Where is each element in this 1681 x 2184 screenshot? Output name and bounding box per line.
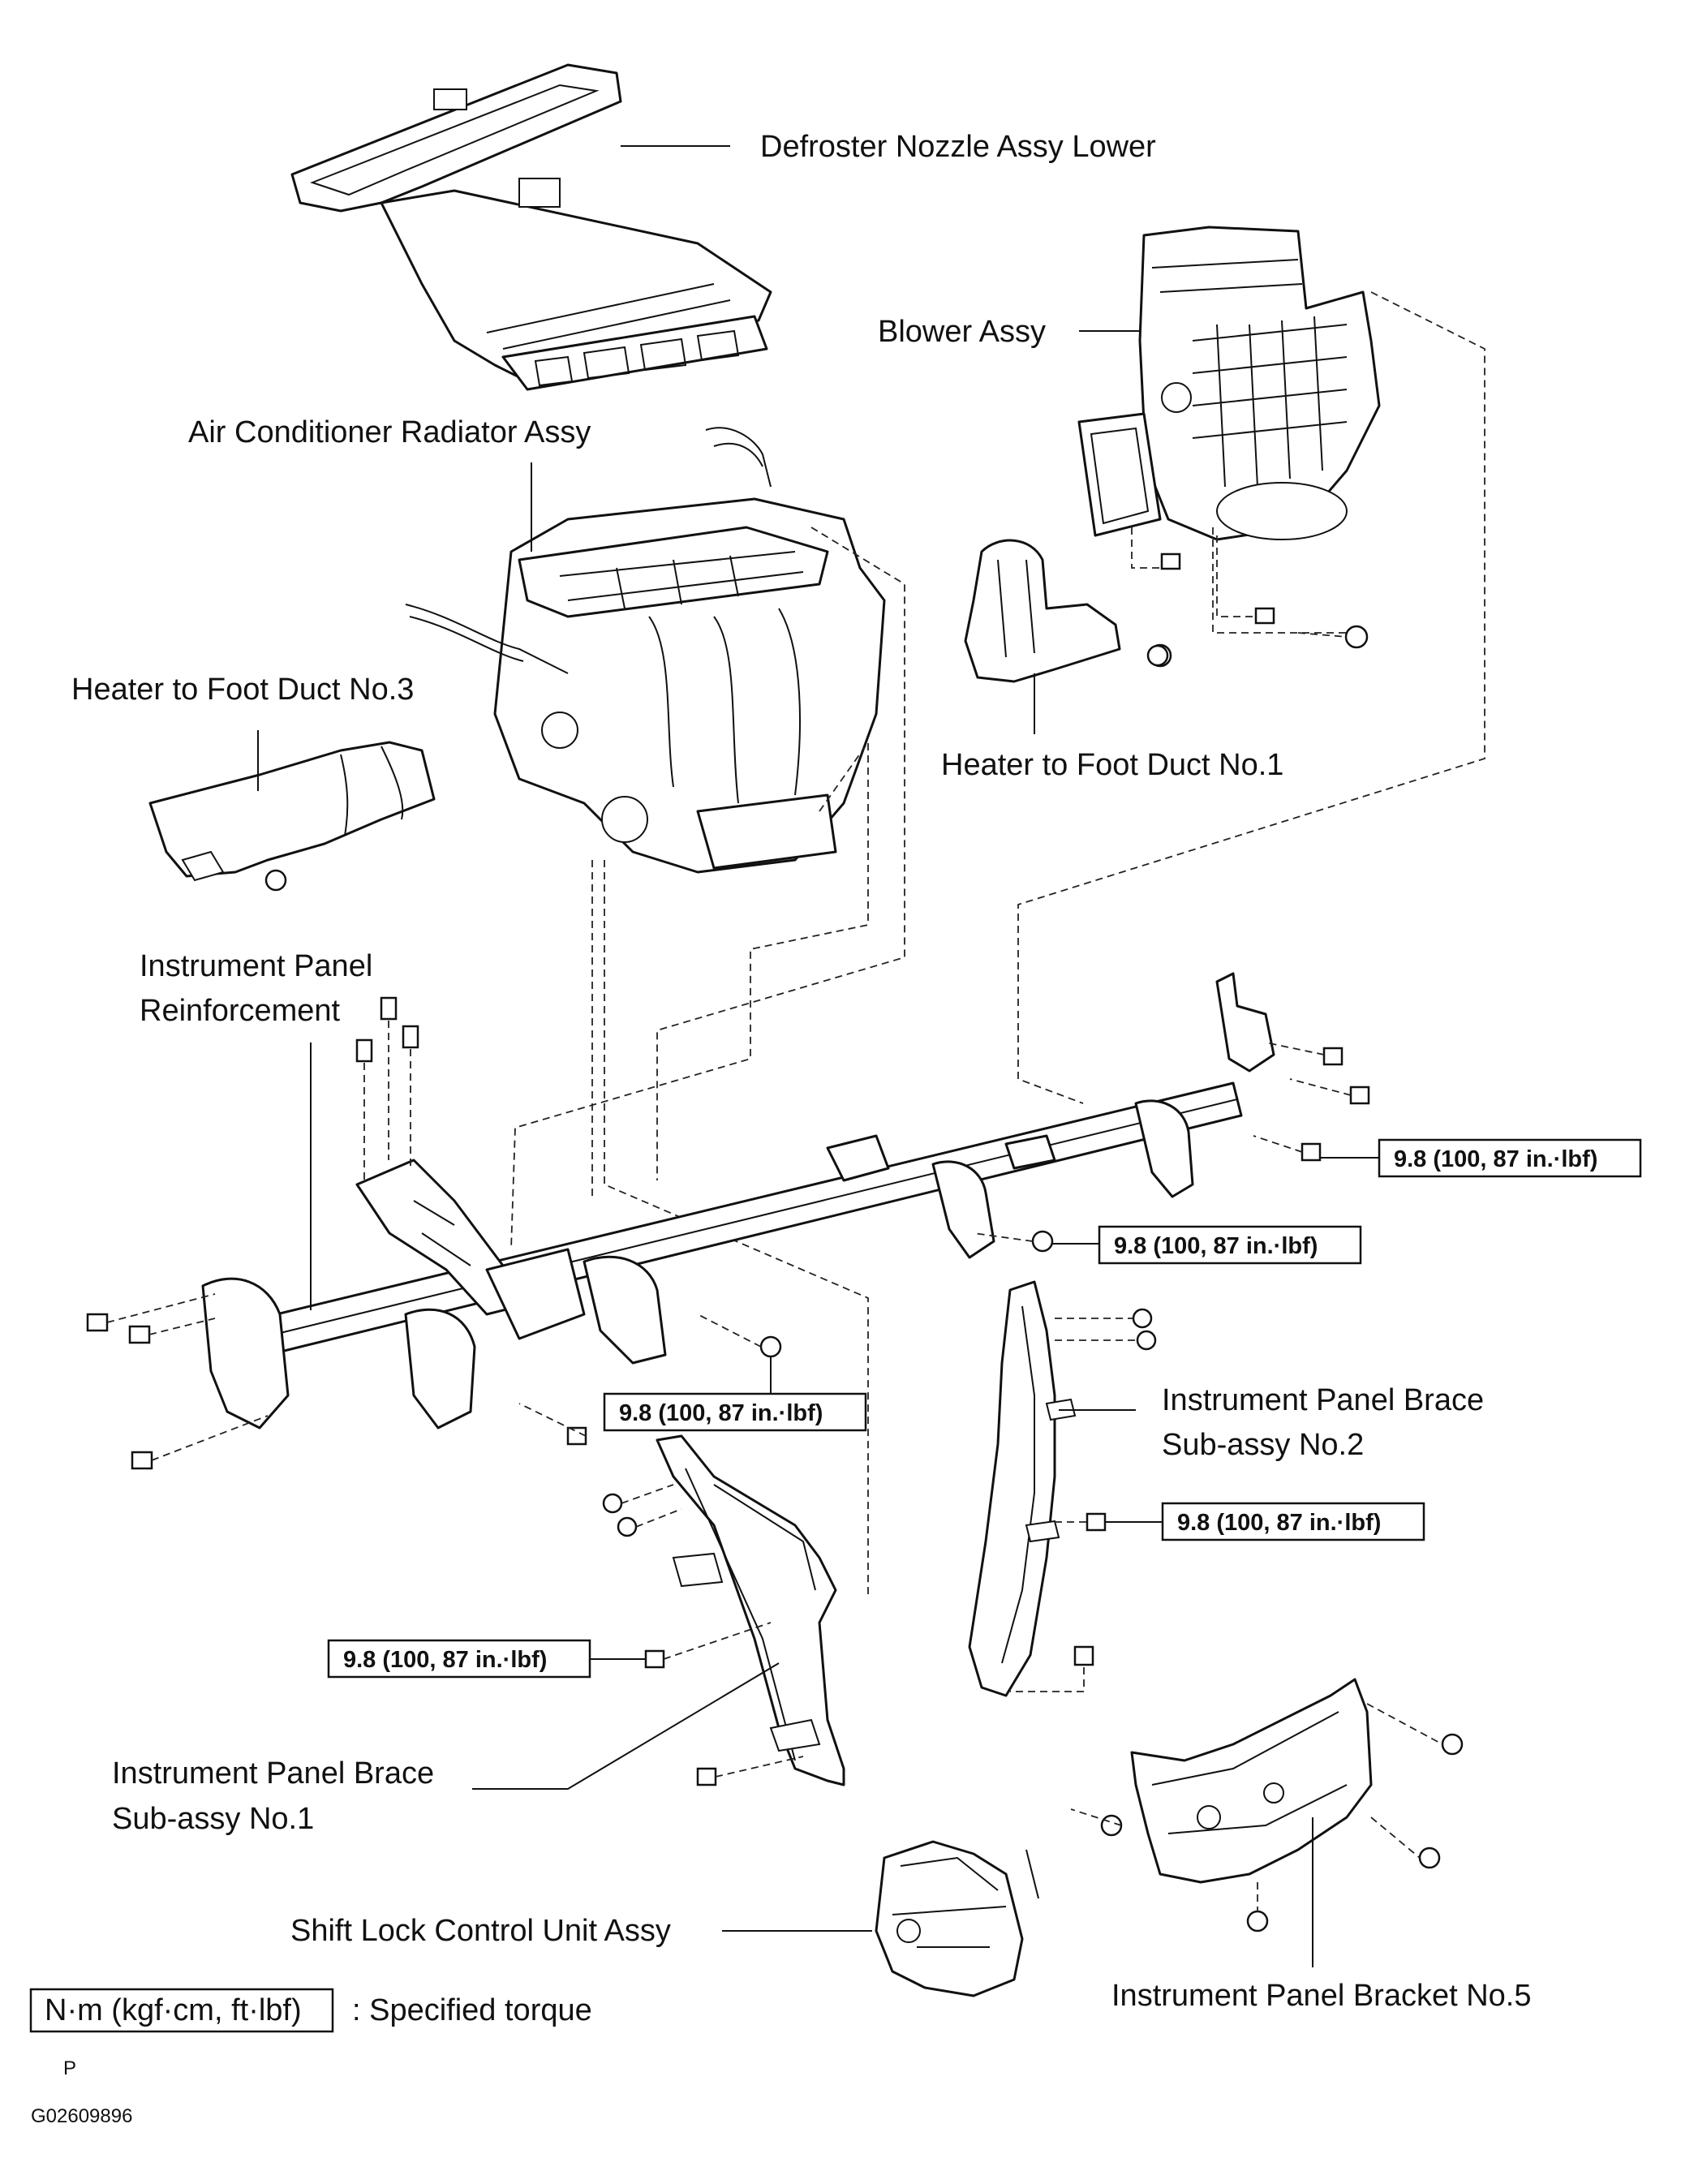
brace-1-label-2: Sub-assy No.1: [112, 1802, 314, 1836]
torque-callout-5: 9.8 (100, 87 in.·lbf): [327, 1639, 591, 1679]
brace-1-label-1: Instrument Panel Brace: [112, 1756, 434, 1791]
bolt-icon: [696, 1767, 717, 1786]
torque-spec: 9.8 (100, 87 in.·lbf): [343, 1647, 547, 1673]
bolt-icon: [355, 1038, 373, 1063]
bolt-icon: [566, 1426, 587, 1446]
bolt-icon: [1160, 552, 1181, 570]
figure-id: G02609896: [31, 2105, 132, 2127]
nut-icon: [1246, 1910, 1269, 1932]
nut-icon: [1146, 644, 1169, 667]
nut-icon: [264, 869, 287, 892]
footer-letter: P: [63, 2057, 76, 2079]
nut-icon: [1136, 1330, 1157, 1351]
nut-icon: [1031, 1230, 1054, 1253]
blower-label: Blower Assy: [878, 315, 1046, 349]
bolt-icon: [1349, 1086, 1370, 1105]
torque-spec: 9.8 (100, 87 in.·lbf): [619, 1400, 823, 1426]
torque-spec: 9.8 (100, 87 in.·lbf): [1114, 1233, 1318, 1259]
torque-callout-3: 9.8 (100, 87 in.·lbf): [603, 1392, 867, 1432]
brace-2-part: [968, 1280, 1077, 1697]
brace-1-part: [656, 1434, 845, 1786]
bolt-icon: [86, 1313, 109, 1332]
bolt-icon: [1301, 1142, 1322, 1162]
shift-lock-part: [875, 1840, 1039, 1997]
bolt-icon: [402, 1025, 419, 1049]
brace-2-label-2: Sub-assy No.2: [1162, 1428, 1364, 1462]
torque-callout-2: 9.8 (100, 87 in.·lbf): [1098, 1225, 1362, 1265]
foot-duct-3-label: Heater to Foot Duct No.3: [71, 673, 414, 707]
torque-callout-1: 9.8 (100, 87 in.·lbf): [1378, 1138, 1642, 1178]
shift-lock-label: Shift Lock Control Unit Assy: [290, 1914, 671, 1948]
defroster-nozzle-label: Defroster Nozzle Assy Lower: [760, 130, 1156, 164]
nut-icon: [1418, 1847, 1441, 1869]
foot-duct-3-part: [148, 741, 436, 882]
bolt-icon: [380, 996, 398, 1021]
nut-icon: [1100, 1814, 1123, 1837]
bolt-icon: [1254, 607, 1275, 625]
ip-reinforcement-part: [201, 972, 1275, 1429]
nut-icon: [1441, 1733, 1464, 1756]
foot-duct-1-part: [964, 539, 1121, 683]
ac-radiator-label: Air Conditioner Radiator Assy: [188, 415, 591, 449]
bolt-icon: [644, 1649, 665, 1669]
bolt-icon: [128, 1325, 151, 1344]
ip-reinforcement-label-1: Instrument Panel: [140, 949, 372, 983]
torque-spec: 9.8 (100, 87 in.·lbf): [1177, 1510, 1381, 1536]
ip-reinforcement-label-2: Reinforcement: [140, 994, 341, 1028]
legend-unit-box: N·m (kgf·cm, ft·lbf): [45, 1993, 302, 2027]
bolt-icon: [131, 1451, 153, 1470]
nut-icon: [1344, 625, 1369, 649]
brace-2-label-1: Instrument Panel Brace: [1162, 1383, 1484, 1417]
torque-spec: 9.8 (100, 87 in.·lbf): [1394, 1146, 1597, 1172]
bolt-icon: [1322, 1047, 1344, 1066]
legend-meaning: : Specified torque: [352, 1993, 592, 2027]
defroster-nozzle-part: [290, 63, 772, 391]
nut-icon: [1132, 1308, 1153, 1329]
ac-radiator-part: [405, 427, 886, 874]
blower-part: [1077, 226, 1381, 541]
bracket-5-label: Instrument Panel Bracket No.5: [1111, 1979, 1531, 2013]
bolt-icon: [1086, 1512, 1107, 1532]
nut-icon: [617, 1516, 638, 1537]
brace-1-leader: [472, 1662, 780, 1790]
nut-icon: [602, 1493, 623, 1514]
nut-icon: [759, 1335, 782, 1358]
bolt-icon: [1073, 1645, 1094, 1666]
torque-legend: N·m (kgf·cm, ft·lbf) : Specified torque: [29, 1988, 592, 2033]
torque-callout-4: 9.8 (100, 87 in.·lbf): [1161, 1502, 1425, 1541]
bracket-5-part: [1130, 1678, 1373, 1884]
foot-duct-1-label: Heater to Foot Duct No.1: [941, 748, 1283, 782]
